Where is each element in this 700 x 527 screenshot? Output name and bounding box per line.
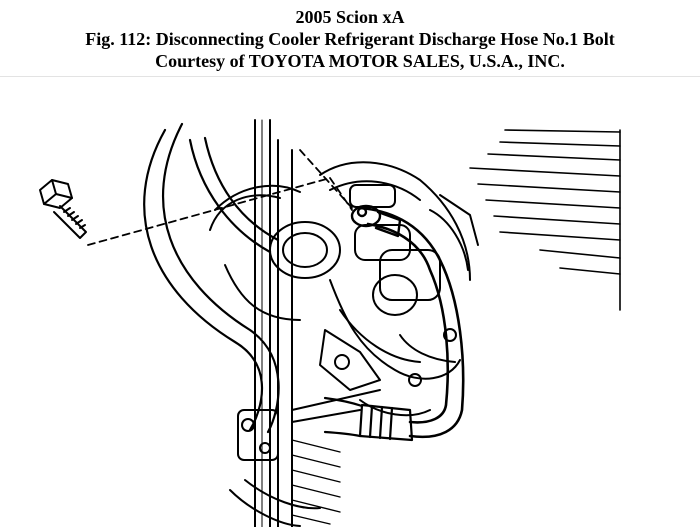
technical-illustration [0,80,700,527]
suction-hose [143,122,280,434]
bracket [229,389,381,527]
vehicle-title: 2005 Scion xA [295,7,405,27]
compressor [209,161,479,417]
hose-coupling [323,396,414,442]
bolt-drawing [39,179,87,239]
lower-fins [291,439,341,525]
condenser-fins [469,129,621,311]
document-header: 2005 Scion xA Fig. 112: Disconnecting Co… [0,0,700,80]
dashed-leader-line [87,149,353,246]
vertical-pipes [254,119,293,527]
courtesy-line: Courtesy of TOYOTA MOTOR SALES, U.S.A., … [155,51,565,71]
hose-fitting [350,204,402,238]
illustration-canvas [39,119,621,527]
header-divider [0,76,700,77]
figure-caption: Fig. 112: Disconnecting Cooler Refrigera… [85,29,615,49]
discharge-hose [358,206,465,439]
